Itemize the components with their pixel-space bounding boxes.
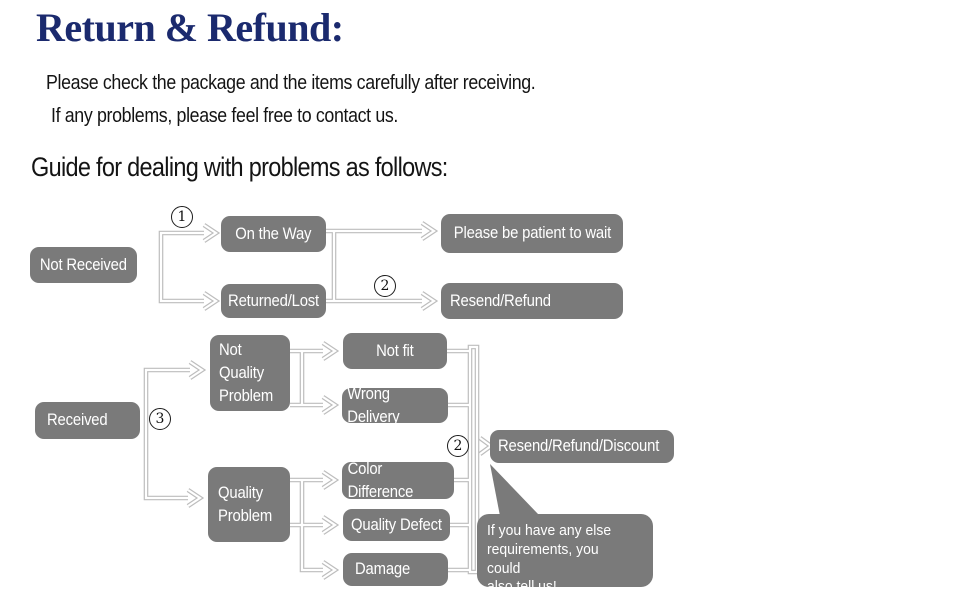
flow-node-label: Damage: [355, 560, 411, 579]
flow-node-label: Not fit: [376, 341, 414, 360]
flow-node-quality-problem: Quality Problem: [208, 467, 290, 542]
step-badge-number: 3: [155, 411, 165, 427]
flow-node-not-quality-problem: Not Quality Problem: [210, 335, 290, 411]
flow-node-not-received: Not Received: [30, 247, 137, 283]
note-bubble-text: If you have any else requirements, you c…: [487, 522, 612, 596]
flow-node-damage: Damage: [343, 553, 448, 586]
flow-node-label: Quality Defect: [351, 515, 442, 534]
note-bubble: If you have any else requirements, you c…: [477, 514, 653, 595]
step-badge-2-top: 2: [374, 275, 396, 297]
flow-node-wrong-delivery: Wrong Delivery: [342, 385, 448, 426]
flow-node-label: Received: [47, 411, 108, 430]
step-badge-3: 3: [149, 408, 171, 430]
flow-node-label: On the Way: [235, 224, 312, 243]
flow-node-please-wait: Please be patient to wait: [441, 214, 623, 253]
flow-node-color-difference: Color Difference: [342, 460, 454, 501]
flow-node-label: Please be patient to wait: [453, 224, 611, 243]
flow-node-label: Not Received: [40, 255, 127, 274]
intro-line-2: If any problems, please feel free to con…: [51, 105, 399, 127]
flow-node-label: Quality Problem: [218, 483, 273, 525]
flow-node-resend-refund-discount: Resend/Refund/Discount: [490, 430, 674, 463]
page-title: Return & Refund:: [36, 5, 344, 50]
flow-node-received: Received: [35, 402, 140, 439]
guide-heading: Guide for dealing with problems as follo…: [31, 152, 448, 182]
step-badge-number: 1: [177, 209, 187, 225]
bubble-tail: [490, 464, 538, 516]
flow-node-label: Wrong Delivery: [347, 384, 400, 426]
flow-node-label: Color Difference: [347, 459, 414, 501]
intro-line-1: Please check the package and the items c…: [46, 72, 536, 94]
flow-node-label: Not Quality Problem: [219, 341, 274, 405]
flow-node-returned-lost: Returned/Lost: [221, 284, 326, 318]
step-badge-1: 1: [171, 206, 193, 228]
flow-node-on-the-way: On the Way: [221, 216, 326, 252]
step-badge-number: 2: [380, 278, 390, 294]
flow-node-resend-refund: Resend/Refund: [441, 283, 623, 319]
flow-node-label: Returned/Lost: [228, 291, 319, 310]
flow-node-label: Resend/Refund/Discount: [498, 437, 660, 456]
flow-node-label: Resend/Refund: [450, 291, 551, 310]
flow-node-not-fit: Not fit: [343, 333, 447, 369]
flow-node-quality-defect: Quality Defect: [343, 509, 450, 541]
step-badge-2-bottom: 2: [447, 435, 469, 457]
step-badge-number: 2: [453, 438, 463, 454]
